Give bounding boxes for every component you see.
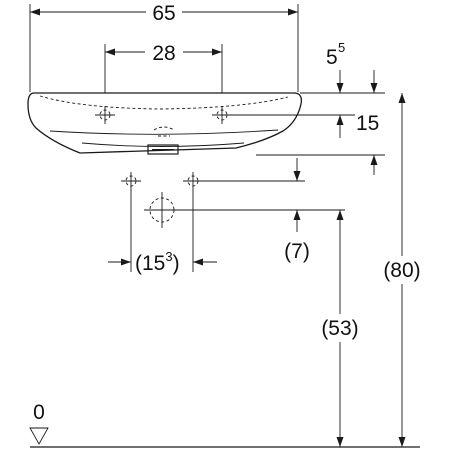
tap-hole-left [95,106,115,124]
tap-hole-spacing-label: 28 [152,42,175,65]
drain-height-label: (53) [321,317,358,340]
floor-level-label: 0 [33,401,45,424]
overall-width-label: 65 [152,2,175,25]
tap-hole-right [212,106,305,124]
bolt-hole-left [121,172,141,190]
bolt-offset-dimension: (7) [284,210,310,263]
rim-thickness-dimension: 5 5 [300,40,385,94]
underside-step-dimension [256,154,385,175]
drain-outlet [144,192,345,228]
basin-depth-dimension: 15 [300,112,379,138]
drain-height-dimension: (53) [314,210,366,447]
bolt-spacing-dimension: (153) [108,190,217,275]
basin-depth-label: 15 [356,112,379,135]
overall-width-dimension: 65 [29,0,299,92]
rim-height-dimension: (80) [376,93,428,447]
floor-line: 0 [29,401,420,448]
rim-thickness-superscript: 5 [338,40,345,55]
bolt-spacing-label: (153) [135,249,180,275]
rim-thickness-label: 5 [326,46,338,69]
bolt-hole-right [183,172,305,190]
bolt-offset-arrow [293,158,301,181]
tap-hole-spacing-dimension: 28 [104,40,223,108]
basin-outline [27,92,305,156]
rim-height-label: (80) [383,259,420,282]
bolt-offset-label: (7) [284,240,310,263]
